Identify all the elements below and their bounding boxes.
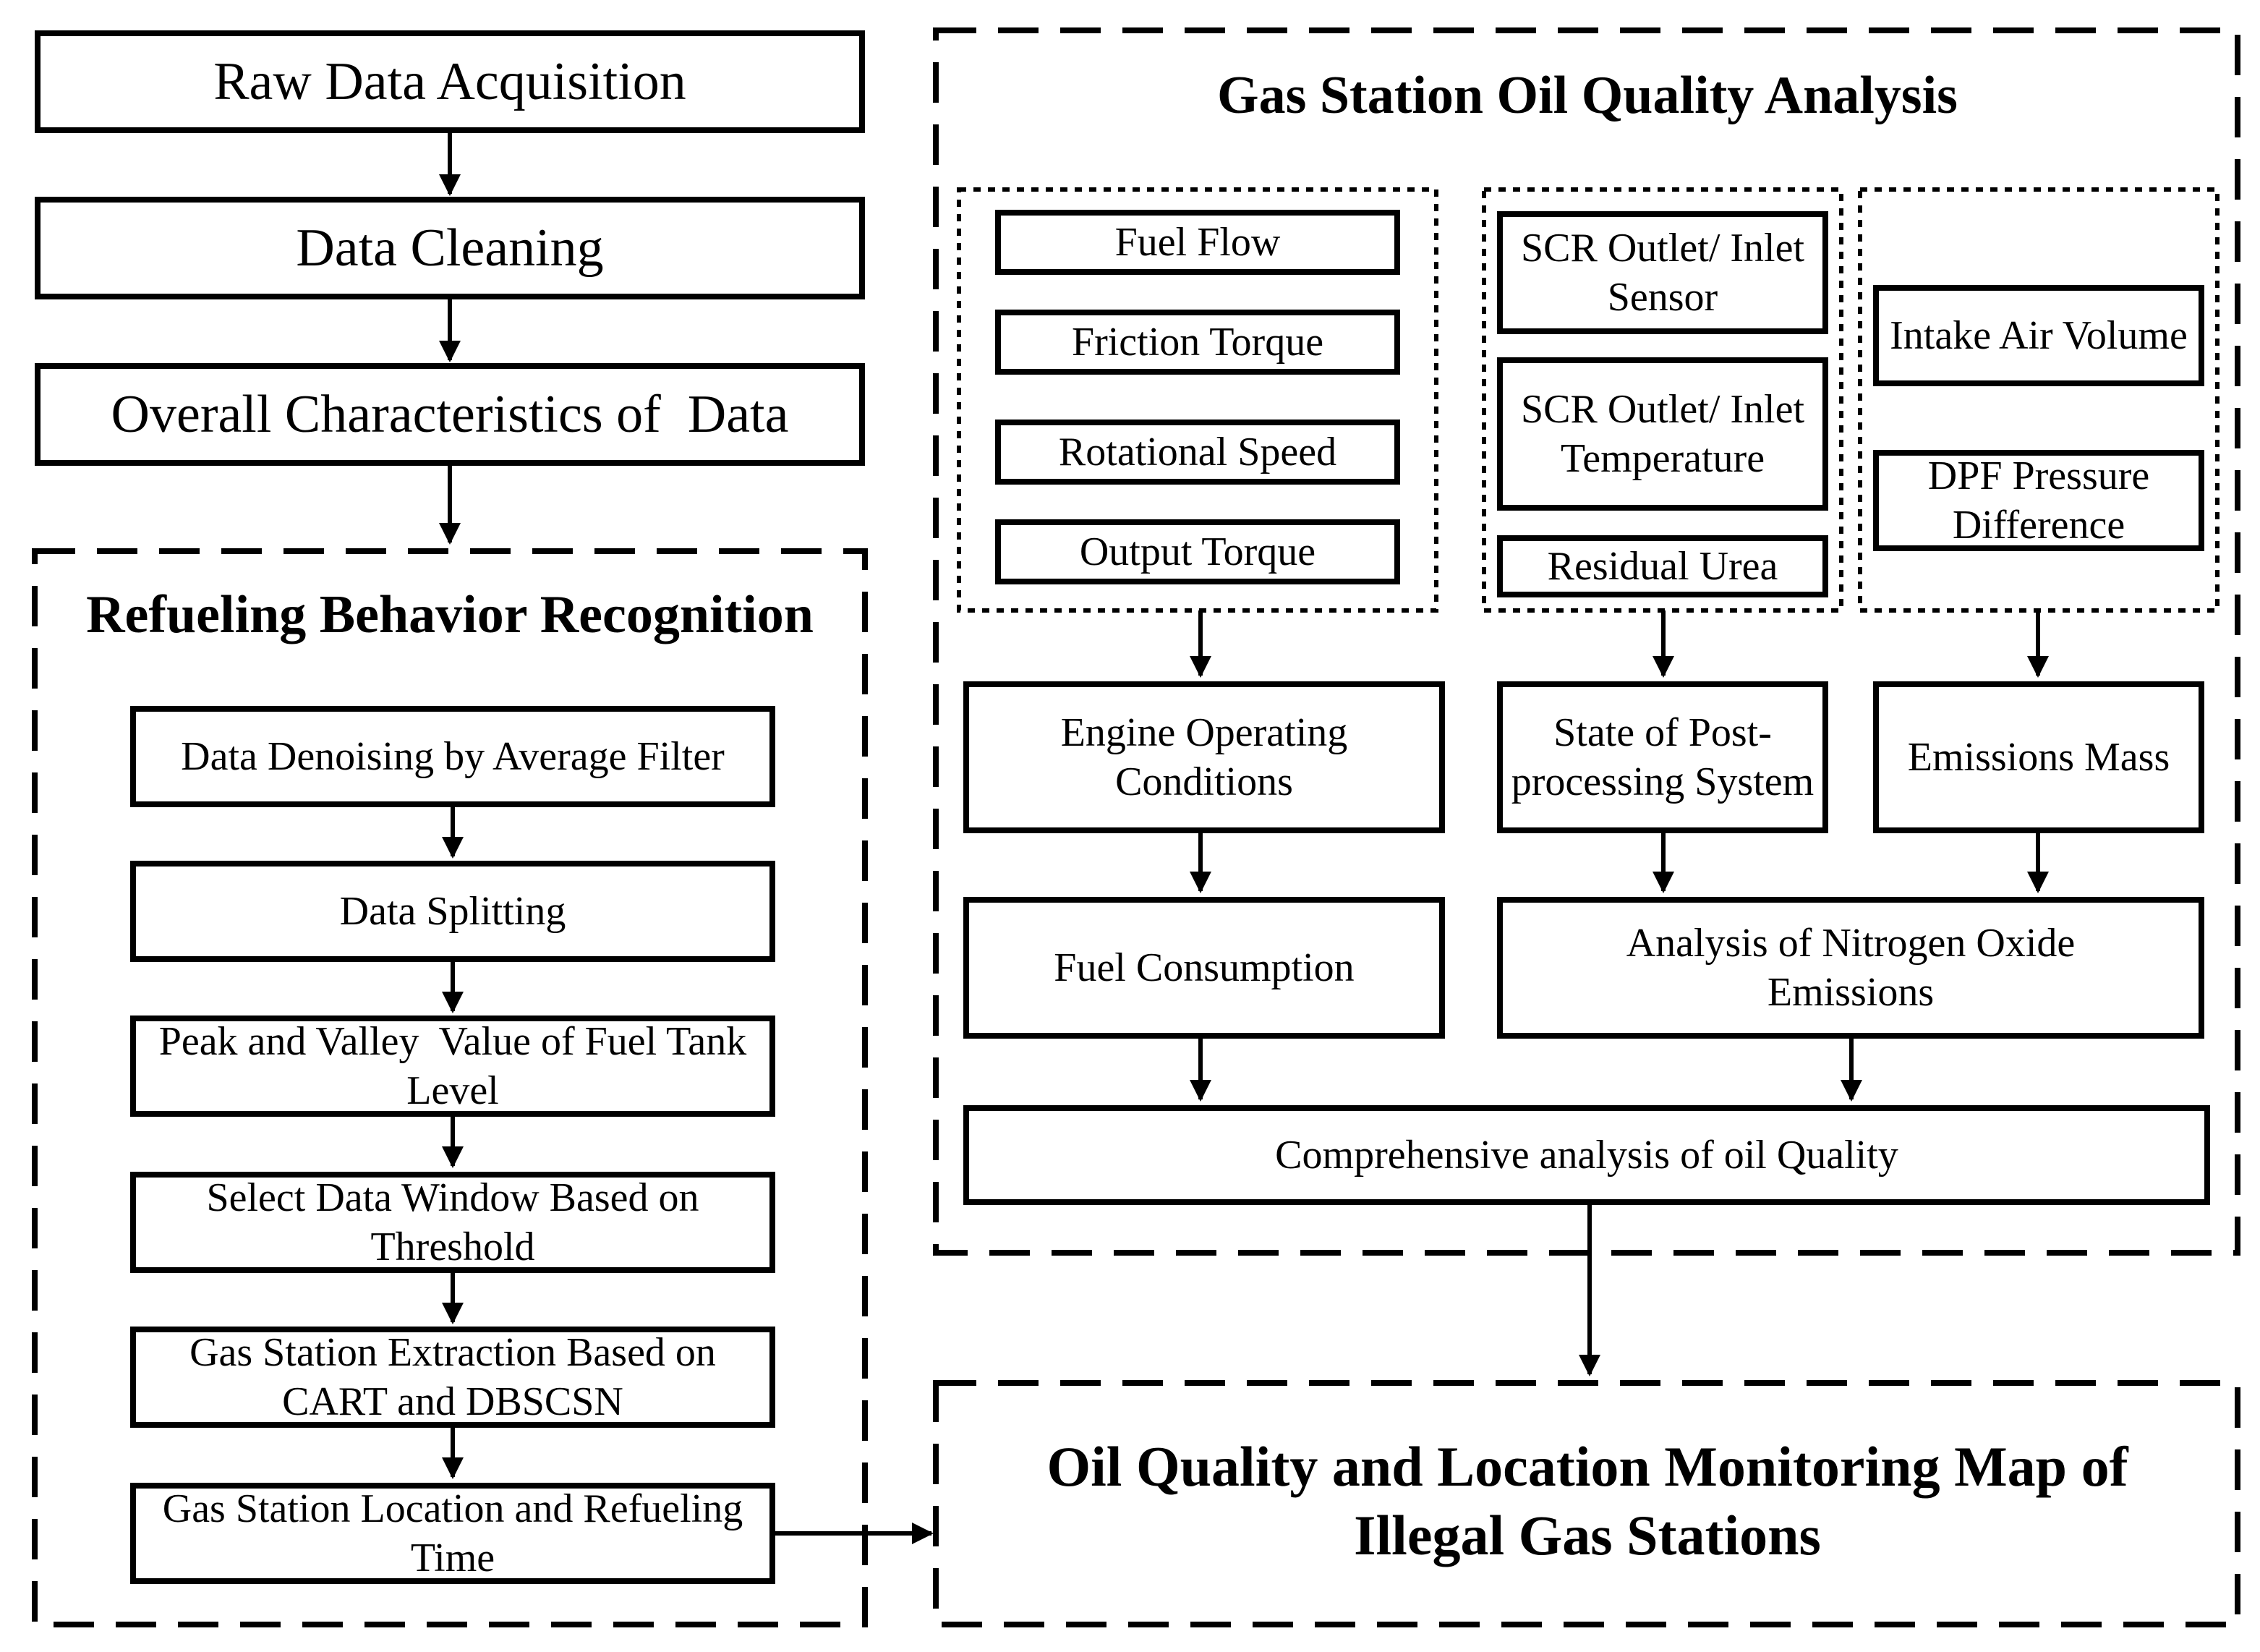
comprehensive-analysis-box: Comprehensive analysis of oil Quality: [963, 1105, 2210, 1205]
input-friction-torque: Friction Torque: [995, 310, 1400, 375]
overall-characteristics-box: Overall Characteristics of Data: [35, 363, 865, 466]
refuel-step-label: Peak and Valley Value of Fuel Tank Level: [158, 1018, 757, 1113]
refuel-step-location-time: Gas Station Location and Refueling Time: [130, 1483, 775, 1584]
refuel-step-label: Data Splitting: [339, 888, 566, 934]
post-processing-state-label: State of Post-processing System: [1511, 710, 1815, 804]
refuel-step-extraction: Gas Station Extraction Based on CART and…: [130, 1327, 775, 1428]
input-rotational-speed: Rotational Speed: [995, 420, 1400, 485]
refuel-step-splitting: Data Splitting: [130, 861, 775, 962]
refuel-step-label: Gas Station Location and Refueling Time: [162, 1486, 743, 1580]
refuel-step-label: Gas Station Extraction Based on CART and…: [189, 1329, 716, 1424]
refueling-title: Refueling Behavior Recognition: [86, 585, 814, 644]
input-residual-urea: Residual Urea: [1497, 535, 1828, 597]
input-label: Residual Urea: [1547, 543, 1778, 589]
data-cleaning-label: Data Cleaning: [296, 218, 604, 278]
post-processing-state-box: State of Post-processing System: [1497, 681, 1828, 833]
input-scr-sensor: SCR Outlet/ Inlet Sensor: [1497, 211, 1828, 334]
fuel-consumption-box: Fuel Consumption: [963, 897, 1445, 1039]
raw-data-acquisition-box: Raw Data Acquisition: [35, 30, 865, 133]
nox-analysis-box: Analysis of Nitrogen Oxide Emissions: [1497, 897, 2204, 1039]
input-label: Output Torque: [1079, 529, 1316, 574]
engine-operating-conditions-label: Engine Operating Conditions: [1060, 710, 1348, 804]
input-label: SCR Outlet/ Inlet Temperature: [1521, 386, 1804, 481]
input-output-torque: Output Torque: [995, 519, 1400, 584]
refuel-step-peak-valley: Peak and Valley Value of Fuel Tank Level: [130, 1016, 775, 1117]
input-dpf-pressure: DPF Pressure Difference: [1873, 450, 2204, 551]
output-map-title: Oil Quality and Location Monitoring Map …: [1046, 1435, 2128, 1567]
engine-inputs-frame: [957, 187, 1438, 613]
input-label: Fuel Flow: [1114, 219, 1281, 265]
input-scr-temperature: SCR Outlet/ Inlet Temperature: [1497, 357, 1828, 511]
input-fuel-flow: Fuel Flow: [995, 210, 1400, 275]
input-label: DPF Pressure Difference: [1927, 453, 2150, 548]
input-intake-air-volume: Intake Air Volume: [1873, 285, 2204, 386]
refueling-group-frame: [32, 548, 868, 1627]
analysis-group-frame: [933, 27, 2240, 1256]
input-label: Friction Torque: [1071, 319, 1324, 365]
refuel-step-threshold: Select Data Window Based on Threshold: [130, 1172, 775, 1273]
emissions-mass-label: Emissions Mass: [1907, 734, 2170, 780]
emissions-mass-box: Emissions Mass: [1873, 681, 2204, 833]
raw-data-acquisition-label: Raw Data Acquisition: [213, 51, 686, 111]
input-label: Rotational Speed: [1058, 429, 1337, 474]
refuel-step-label: Select Data Window Based on Threshold: [206, 1175, 699, 1269]
analysis-title: Gas Station Oil Quality Analysis: [1217, 66, 1958, 125]
fuel-consumption-label: Fuel Consumption: [1054, 945, 1355, 990]
engine-operating-conditions-box: Engine Operating Conditions: [963, 681, 1445, 833]
comprehensive-analysis-label: Comprehensive analysis of oil Quality: [1275, 1132, 1898, 1178]
refuel-step-denoising: Data Denoising by Average Filter: [130, 706, 775, 807]
nox-analysis-label: Analysis of Nitrogen Oxide Emissions: [1626, 920, 2076, 1015]
refuel-step-label: Data Denoising by Average Filter: [181, 733, 725, 779]
input-label: SCR Outlet/ Inlet Sensor: [1521, 225, 1825, 320]
data-cleaning-box: Data Cleaning: [35, 197, 865, 299]
output-group-frame: [933, 1380, 2240, 1627]
overall-characteristics-label: Overall Characteristics of Data: [111, 384, 789, 444]
input-label: Intake Air Volume: [1890, 312, 2188, 358]
